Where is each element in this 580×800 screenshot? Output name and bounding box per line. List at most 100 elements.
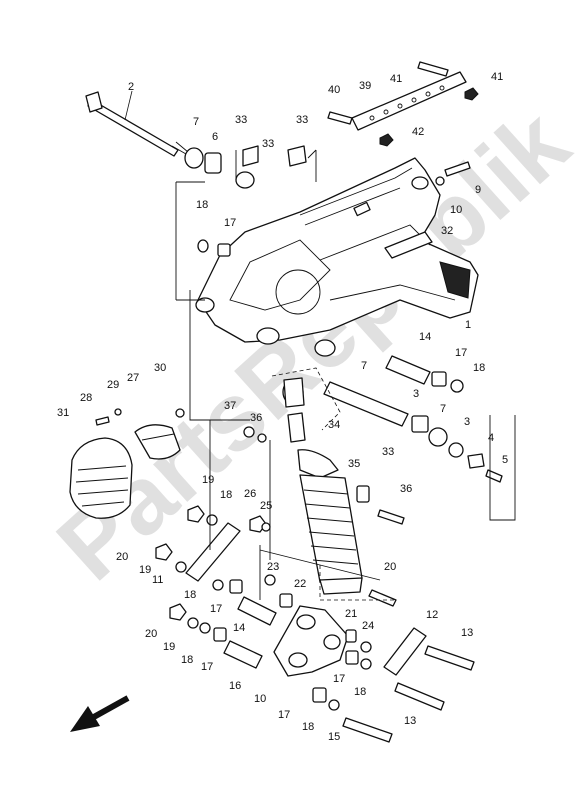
washer-29 [114,408,122,416]
washer-10 [435,176,445,186]
callout-17d: 17 [201,661,213,673]
collar-17-b [213,627,227,642]
bolt-13b [394,682,445,711]
callout-14a: 14 [419,331,431,343]
callout-29: 29 [107,379,119,391]
callout-42a: 41 [491,71,503,83]
bolt-37 [377,509,405,525]
washer-19-c [187,617,199,629]
chain-slider-pad [384,231,433,259]
relay-arm [273,605,349,677]
washer-18-d [328,699,340,711]
callout-39: 37 [224,400,236,412]
callout-17e: 17 [333,673,345,685]
callout-12a: 11 [152,574,163,586]
connecting-rod-12-right [383,627,427,676]
callout-25: 25 [260,500,272,512]
bolt-13a [424,645,475,671]
callout-13a: 13 [461,627,473,639]
callout-17c: 17 [210,603,222,615]
callout-34: 33 [382,446,394,458]
rear-shock-absorber [271,367,363,595]
washer-39 [243,426,255,438]
callout-32: 32 [441,225,453,237]
callout-38: 36 [250,412,262,424]
callout-18a: 18 [196,199,208,211]
callout-41a: 40 [328,84,340,96]
spacer-14-lower [237,596,277,626]
callout-10: 10 [450,204,462,216]
callout-18f: 18 [302,721,314,733]
callout-18c: 18 [184,589,196,601]
callout-17b: 17 [455,347,467,359]
callout-14b: 14 [233,622,245,634]
collar-3 [448,442,464,458]
callout-8: 7 [193,116,199,128]
washer-18-c [360,658,372,670]
callout-35: 34 [328,419,340,431]
collar-22 [345,629,357,643]
callout-16: 16 [229,680,241,692]
bolt-21 [368,589,397,607]
callout-18d: 18 [181,654,193,666]
callout-22: 21 [345,608,357,620]
bolt-15 [342,717,393,743]
callout-3: 3 [464,416,470,428]
callout-13b: 13 [404,715,416,727]
cap-33a [242,145,259,167]
callout-20c: 20 [145,628,157,640]
washer-24-right [360,641,372,653]
callout-33b: 33 [262,138,274,150]
washer-24-left [264,574,276,586]
cap-33b [235,171,255,189]
connecting-rod-12-left [185,522,241,582]
pivot-bearing-7 [204,152,222,174]
callout-9: 9 [475,184,481,196]
washer-19-a [206,514,218,526]
rear-boot [69,424,181,519]
callout-19a: 18 [220,489,232,501]
callout-23: 22 [294,578,306,590]
assembly-guides [175,149,516,601]
callout-11: 10 [254,693,266,705]
callout-17f: 17 [278,709,290,721]
callout-33a: 33 [235,114,247,126]
adjuster-plate [327,61,479,147]
callout-labels: 2 7 6 33 33 33 18 17 40 39 41 41 42 9 10… [57,71,508,743]
callout-20a: 19 [202,474,214,486]
callout-37: 36 [400,483,412,495]
callout-19c: 19 [163,641,175,653]
callout-24b: 24 [362,620,374,632]
callout-31: 31 [57,407,69,419]
callout-17a: 17 [224,217,236,229]
collar-36 [356,485,370,503]
callout-28: 28 [80,392,92,404]
callout-7: 6 [212,131,218,143]
spacer-16 [223,640,263,669]
nut-20-b [155,543,173,561]
callout-27: 27 [127,372,139,384]
callout-12b: 12 [426,609,438,621]
callout-30: 30 [154,362,166,374]
callout-8b: 7 [440,403,446,415]
callout-18b: 18 [473,362,485,374]
callout-19b: 19 [139,564,151,576]
collar-17-right [431,371,447,387]
callout-7b: 3 [413,388,419,400]
pivot-shaft [85,91,189,157]
callout-5: 5 [502,454,508,466]
callout-20b: 20 [116,551,128,563]
collar-17-upper [217,243,231,257]
bolt-5 [485,469,503,483]
callout-26: 26 [244,488,256,500]
callout-24a: 23 [267,561,279,573]
spacer-14 [385,355,431,385]
swingarm [195,157,479,357]
bolt-9 [444,161,471,177]
screw-28 [95,416,110,426]
front-direction-arrow-icon [70,695,130,732]
callout-40: 39 [359,80,371,92]
callout-1: 1 [465,319,471,331]
nut-20-a [187,505,205,523]
